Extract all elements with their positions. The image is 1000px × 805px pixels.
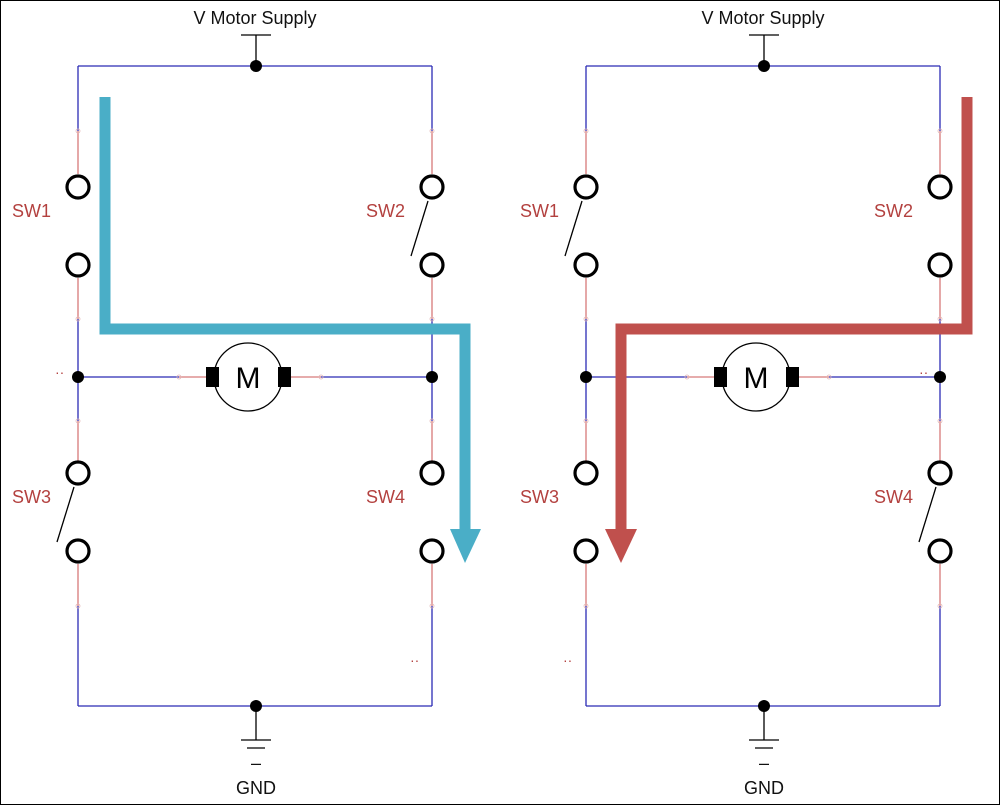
left-dots-a: ·· xyxy=(55,364,64,380)
left-motor-brush-left xyxy=(206,367,219,387)
right-sw1-switch: SW1 xyxy=(520,174,599,278)
right-dots-a: ·· xyxy=(919,364,928,380)
left-current-path xyxy=(99,97,471,529)
left-motor: M xyxy=(206,342,291,412)
left-sw4-switch: SW4 xyxy=(366,460,445,564)
left-sw1-switch: SW1 xyxy=(12,174,91,278)
right-dots-b: ·· xyxy=(563,652,572,668)
left-junction-right xyxy=(426,371,438,383)
right-sw3-switch: SW3 xyxy=(520,460,599,564)
left-junction-left xyxy=(72,371,84,383)
left-current-arrowhead xyxy=(450,529,481,563)
right-h-bridge: V Motor Supply xyxy=(520,8,973,798)
left-supply-label: V Motor Supply xyxy=(193,8,316,28)
left-sw3-switch: SW3 xyxy=(12,460,91,564)
left-wires xyxy=(77,65,433,707)
right-motor-brush-left xyxy=(714,367,727,387)
right-current-arrowhead xyxy=(605,529,637,563)
left-ground-minus: – xyxy=(251,753,261,773)
left-ground-label: GND xyxy=(236,778,276,798)
left-motor-brush-right xyxy=(278,367,291,387)
right-current-path xyxy=(615,97,973,529)
left-h-bridge: V Motor Supply xyxy=(12,8,481,798)
left-supply-junction xyxy=(250,60,262,72)
right-ground-minus: – xyxy=(759,753,769,773)
left-motor-label: M xyxy=(236,362,261,395)
right-motor-label: M xyxy=(744,362,769,395)
right-sw1-label: SW1 xyxy=(520,201,559,221)
left-sw3-label: SW3 xyxy=(12,487,51,507)
left-sw4-label: SW4 xyxy=(366,487,405,507)
right-motor-brush-right xyxy=(786,367,799,387)
left-sw2-label: SW2 xyxy=(366,201,405,221)
right-sw2-label: SW2 xyxy=(874,201,913,221)
right-ground-label: GND xyxy=(744,778,784,798)
left-dots-b: ·· xyxy=(410,652,419,668)
left-sw2-switch: SW2 xyxy=(366,174,445,278)
right-supply-label: V Motor Supply xyxy=(701,8,824,28)
right-junction-left xyxy=(580,371,592,383)
right-sw2-switch: SW2 xyxy=(874,174,953,278)
right-sw3-label: SW3 xyxy=(520,487,559,507)
right-motor: M xyxy=(714,342,799,412)
right-junction-right xyxy=(934,371,946,383)
right-sw4-switch: SW4 xyxy=(874,460,953,564)
right-sw4-label: SW4 xyxy=(874,487,913,507)
left-sw1-label: SW1 xyxy=(12,201,51,221)
right-supply-junction xyxy=(758,60,770,72)
